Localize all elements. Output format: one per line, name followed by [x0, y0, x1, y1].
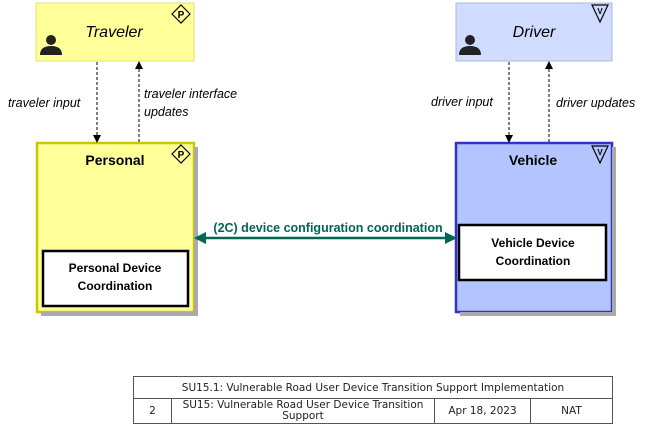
flow-driver-input[interactable]: driver input: [431, 62, 513, 143]
legend-org: NAT: [530, 398, 613, 424]
svg-text:traveler input: traveler input: [8, 96, 81, 110]
svg-text:P: P: [178, 10, 185, 21]
legend-title: SU15.1: Vulnerable Road User Device Tran…: [133, 376, 613, 399]
legend-number: 2: [133, 398, 172, 424]
svg-text:updates: updates: [144, 105, 188, 119]
vehicle-class-icon: V: [591, 4, 609, 24]
svg-text:P: P: [178, 150, 185, 161]
diagram-legend: SU15.1: Vulnerable Road User Device Tran…: [133, 376, 613, 424]
driver-terminator[interactable]: Driver V: [455, 2, 613, 62]
svg-text:V: V: [597, 148, 603, 157]
vehicle-device-coordination-line2: Coordination: [496, 254, 571, 268]
svg-text:driver updates: driver updates: [556, 96, 635, 110]
personal-class-icon: P: [171, 144, 191, 164]
personal-device-coordination-line2: Coordination: [78, 279, 153, 293]
personal-label: Personal: [85, 152, 144, 168]
flow-traveler-interface-updates[interactable]: traveler interface updates: [135, 61, 237, 142]
svg-text:traveler interface: traveler interface: [144, 87, 237, 101]
legend-date: Apr 18, 2023: [434, 398, 531, 424]
flow-driver-updates[interactable]: driver updates: [545, 61, 635, 142]
personal-device-coordination-line1: Personal Device: [69, 261, 162, 275]
vehicle-object[interactable]: Vehicle V Vehicle Device Coordination: [454, 141, 616, 316]
vehicle-device-coordination-line1: Vehicle Device: [491, 236, 575, 250]
legend-subtitle: SU15: Vulnerable Road User Device Transi…: [171, 398, 435, 424]
vehicle-class-icon: V: [591, 145, 609, 165]
traveler-label: Traveler: [85, 24, 143, 41]
vehicle-device-coordination-box[interactable]: Vehicle Device Coordination: [457, 223, 608, 282]
vehicle-label: Vehicle: [509, 152, 557, 168]
personal-class-icon: P: [171, 4, 191, 24]
svg-text:V: V: [597, 7, 603, 16]
driver-label: Driver: [513, 24, 556, 41]
user-icon: [459, 35, 481, 55]
flow-device-configuration-coordination[interactable]: (2C) device configuration coordination: [194, 221, 457, 244]
personal-device-coordination-box[interactable]: Personal Device Coordination: [41, 249, 190, 308]
user-icon: [40, 35, 62, 55]
svg-text:driver input: driver input: [431, 95, 493, 109]
traveler-terminator[interactable]: Traveler P: [35, 2, 195, 62]
personal-object[interactable]: Personal P Personal Device Coordination: [35, 141, 198, 316]
svg-text:(2C) device configuration coor: (2C) device configuration coordination: [213, 221, 442, 235]
flow-traveler-input[interactable]: traveler input: [8, 62, 101, 143]
